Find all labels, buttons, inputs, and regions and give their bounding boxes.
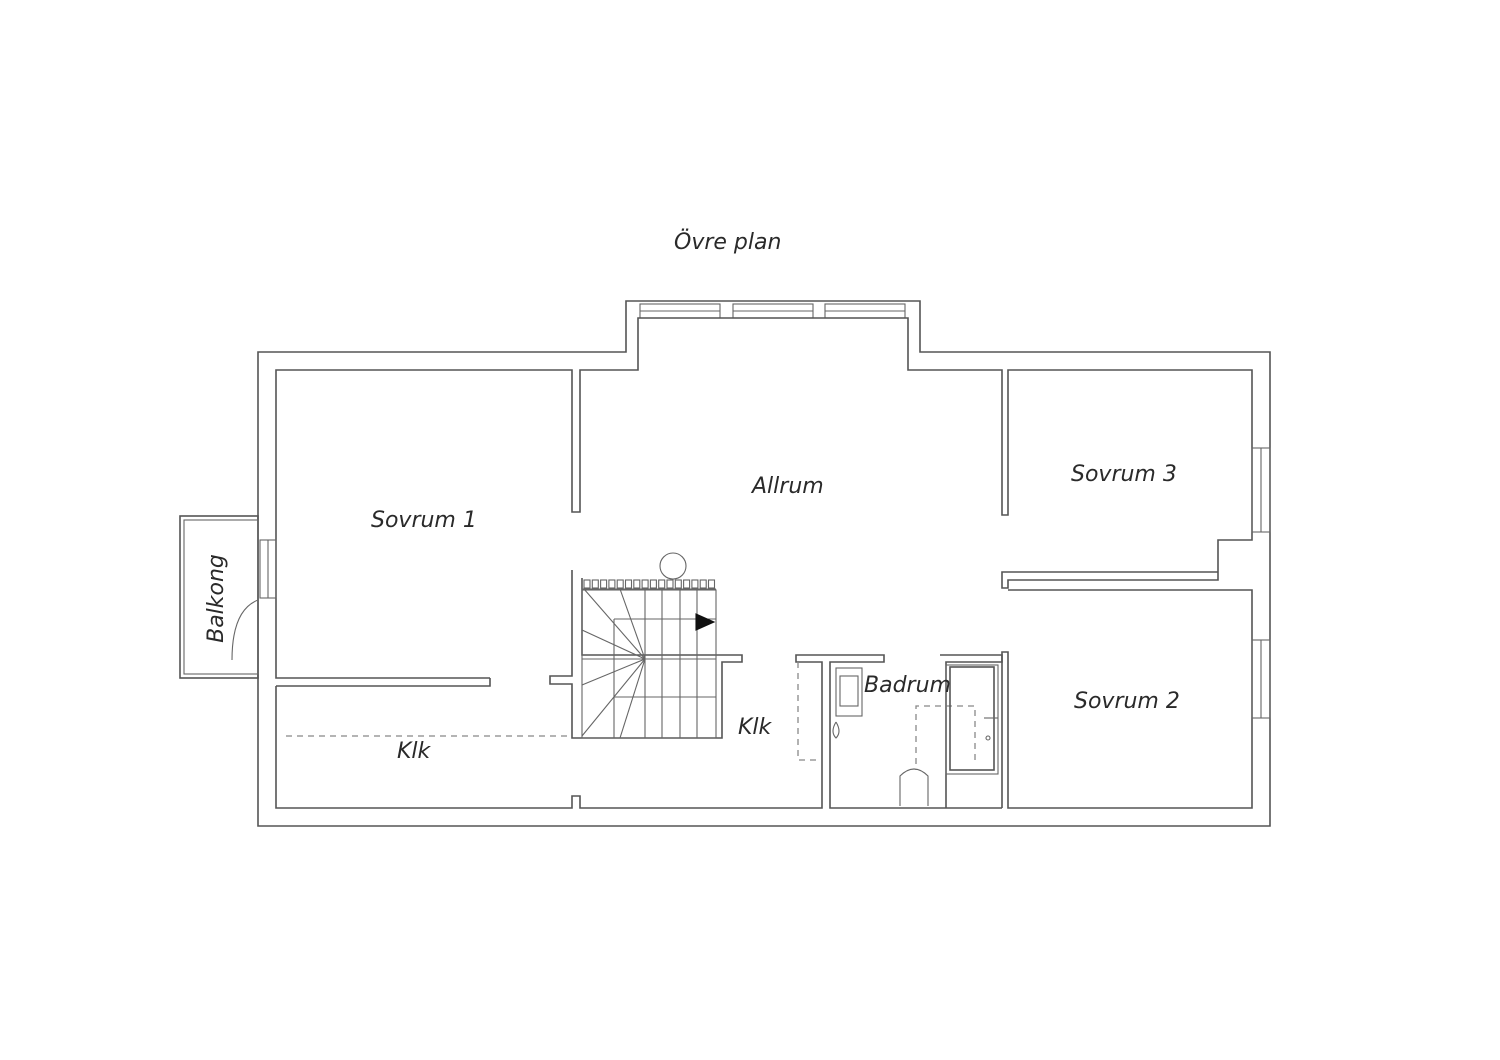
sovrum1-walls bbox=[275, 317, 1253, 679]
baluster bbox=[616, 579, 624, 589]
room-label-sovrum1: Sovrum 1 bbox=[371, 508, 477, 533]
room-label-balkong: Balkong bbox=[203, 554, 229, 643]
baluster bbox=[699, 579, 707, 589]
stair-direction-arrow bbox=[695, 613, 716, 631]
baluster bbox=[658, 579, 666, 589]
baluster bbox=[583, 579, 591, 589]
room-label-sovrum2: Sovrum 2 bbox=[1074, 689, 1180, 714]
baluster bbox=[608, 579, 616, 589]
room-label-badrum: Badrum bbox=[864, 673, 951, 698]
room-label-allrum: Allrum bbox=[752, 474, 824, 499]
baluster bbox=[633, 579, 641, 589]
baluster bbox=[649, 579, 657, 589]
sovrum2-walls bbox=[1001, 589, 1253, 809]
plan-title: Övre plan bbox=[674, 230, 782, 255]
shower-area bbox=[915, 705, 976, 770]
room-label-klk-hall: Klk bbox=[738, 715, 772, 740]
staircase bbox=[549, 552, 743, 739]
balcony-door bbox=[231, 599, 259, 661]
bottom-inner-wall bbox=[275, 654, 1002, 809]
baluster bbox=[707, 579, 716, 589]
closet-outline bbox=[797, 662, 820, 761]
baluster bbox=[641, 579, 649, 589]
baluster bbox=[624, 579, 633, 589]
bathroom-fixtures bbox=[832, 664, 999, 806]
top-windows bbox=[639, 303, 906, 319]
left-window bbox=[259, 539, 277, 599]
baluster bbox=[683, 579, 691, 589]
baluster bbox=[674, 579, 682, 589]
room-label-klk: Klk bbox=[397, 739, 431, 764]
sovrum1-bottom-partition bbox=[276, 678, 491, 687]
room-label-sovrum3: Sovrum 3 bbox=[1071, 462, 1177, 487]
outer-wall bbox=[257, 300, 1271, 827]
baluster bbox=[600, 579, 608, 589]
right-windows bbox=[1251, 447, 1271, 719]
baluster bbox=[691, 579, 699, 589]
baluster bbox=[591, 579, 599, 589]
baluster bbox=[666, 579, 674, 589]
